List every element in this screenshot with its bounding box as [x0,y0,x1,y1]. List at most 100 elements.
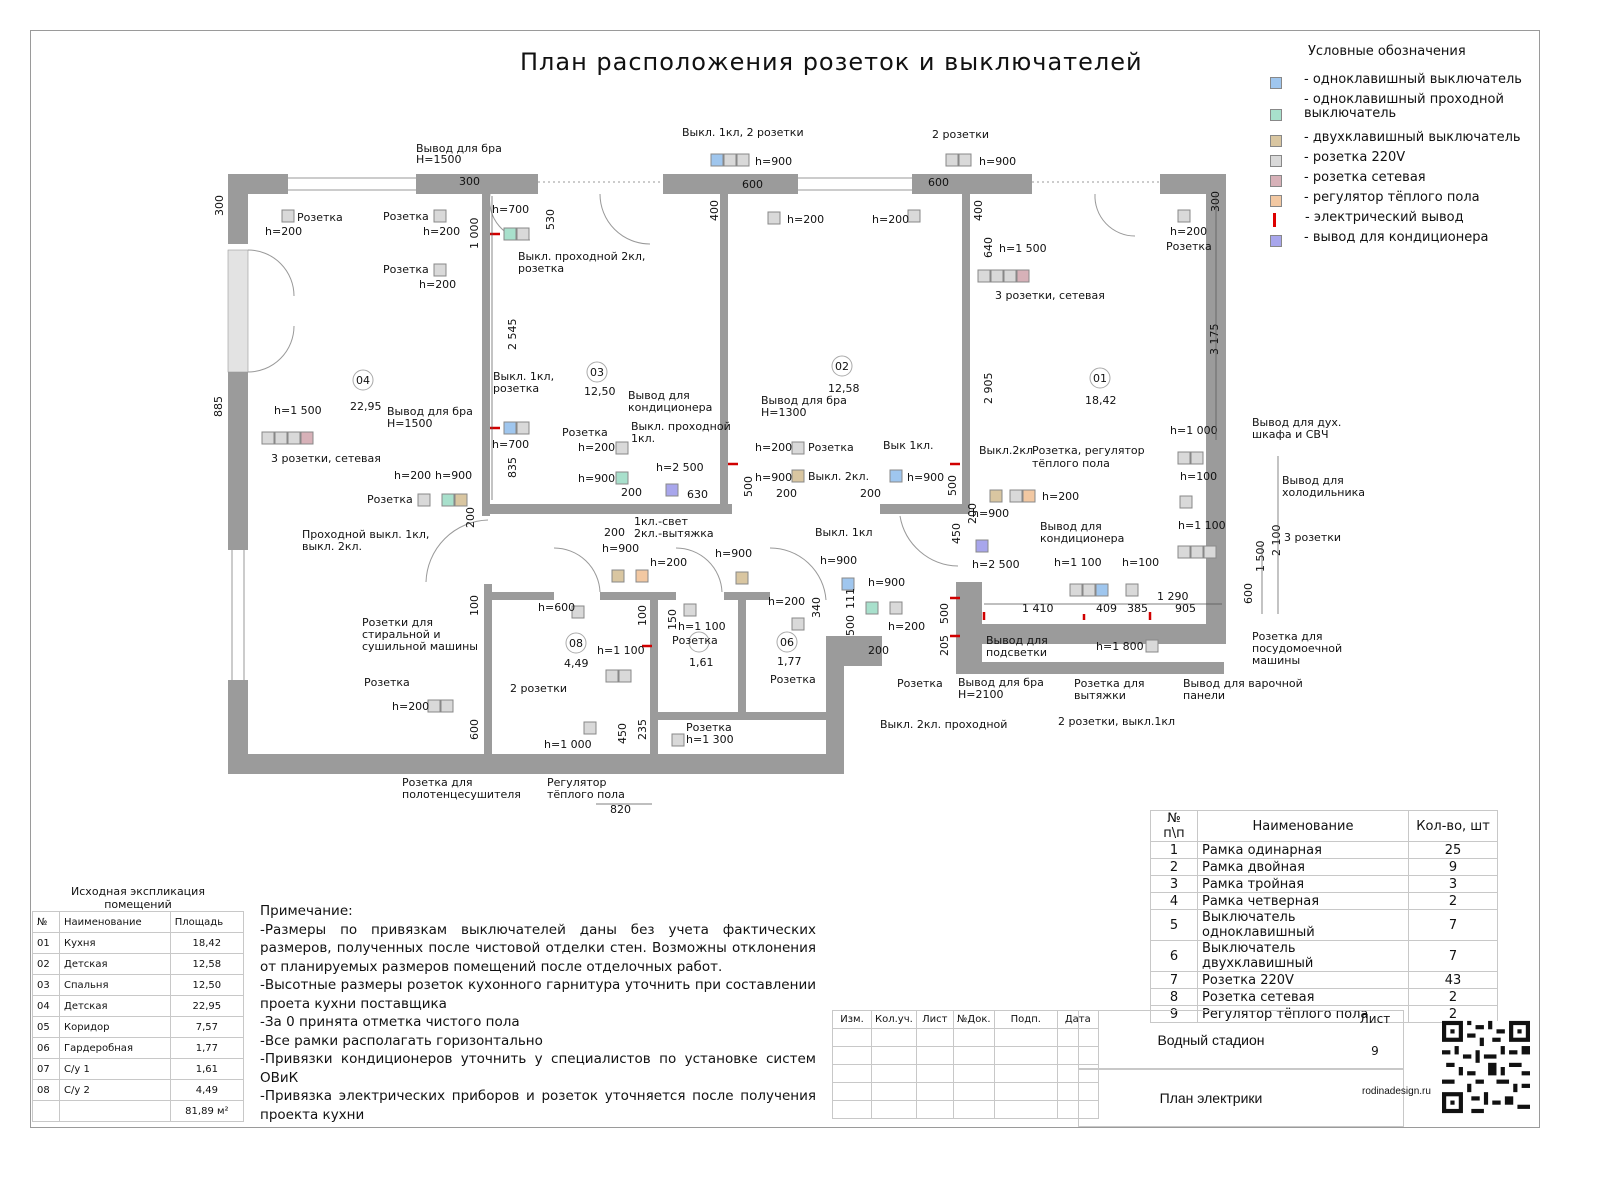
legend-item: - электрический вывод [1268,211,1568,231]
wall [880,504,962,514]
dimension: 500 [742,476,755,497]
plan-label: 3 розетки, сетевая [271,452,381,465]
plan-label: h=200 [578,441,615,454]
plan-label: панели [1183,689,1225,702]
wall [826,660,844,774]
plan-label: Розетка [562,426,608,439]
plan-label: h=900 [820,554,857,567]
dimension: 205 [938,635,951,656]
wall [600,592,676,600]
socket-icon [583,721,597,735]
wall [228,174,248,244]
wall [656,712,826,720]
dimension: 600 [928,176,949,189]
dimension: 1 410 [1022,602,1054,615]
note: -Все рамки располагать горизонтально [260,1032,543,1049]
network-socket-icon [1016,269,1030,283]
double-switch-icon [454,493,468,507]
plan-label: выкл. 2кл. [302,540,362,553]
table-header: № п\п Наименование Кол-во, шт [1150,810,1498,842]
plan-label: Розетки для [362,616,433,629]
plan-label: полотенцесушителя [402,788,521,801]
dimension: 2 100 [1270,525,1283,557]
socket-icon [1009,489,1023,503]
double-switch-icon [791,469,805,483]
dimension: 500 [844,615,857,636]
socket-icon [945,153,959,167]
plan-label: h=200 [768,595,805,608]
note: -Высотные размеры розеток кухонного гарн… [260,977,816,1012]
plan-label: h=1 300 [686,733,734,746]
socket-icon [683,603,697,617]
dimension: 600 [742,178,763,191]
dimension: 200 [860,487,881,500]
wall [484,592,554,600]
room-area: 12,50 [584,385,616,398]
plan-label: Розетка [770,673,816,686]
plan-label: розетка [518,262,564,275]
wall-hatch [227,249,249,373]
plan-label: Розетка для [1252,630,1323,643]
dimension: 150 [666,609,679,630]
dimension: 385 [1127,602,1148,615]
dimension: 2 545 [506,319,519,351]
plan-label: тёплого пола [1032,457,1110,470]
note: -За 0 принята отметка чистого пола [260,1014,520,1030]
plan-label: H=2100 [958,688,1003,701]
plan-label: h=1 100 [678,620,726,633]
plan-label: h=200 [265,225,302,238]
notes: Примечание: -Размеры по привязкам выключ… [260,902,816,1124]
dimension: 1 290 [1157,590,1189,603]
plan-label: h=2 500 [656,461,704,474]
devices [261,153,1217,747]
plan-label: h=900 [972,507,1009,520]
plan-label: h=1 800 [1096,640,1144,653]
socket-icon [1179,495,1193,509]
dimension: 640 [982,237,995,258]
plan-label: Розетка для [1074,677,1145,690]
wall [724,592,770,600]
plan-label: 2 розетки, выкл.1кл [1058,715,1175,728]
dimension: 1 500 [1254,541,1267,573]
plan-label: Розетка [383,263,429,276]
plan-label: 3 розетки, сетевая [995,289,1105,302]
plan-label: h=900 [602,542,639,555]
plan-label: Вывод для бра [761,394,847,407]
plan-label: Розетка [367,493,413,506]
plan-label: h=900 [578,472,615,485]
plan-label: Розетка для [402,776,473,789]
plan-label: h=900 [755,471,792,484]
plan-label: Вывод для бра [958,676,1044,689]
plan-label: Вывод для бра [416,142,502,155]
plan-label: 2кл.-вытяжка [634,527,714,540]
single-switch-icon [503,421,517,435]
plan-label: холодильника [1282,486,1365,499]
wall [956,662,1224,674]
dimension: 200 [464,507,477,528]
socket-icon [605,669,619,683]
wall [962,194,970,514]
single-switch-icon [710,153,724,167]
dimension: 200 [966,503,979,524]
room-number: 04 [356,374,370,387]
socket-icon [287,431,301,445]
wall [956,582,982,672]
socket-icon [274,431,288,445]
legend-item: - двухклавишный выключатель [1268,131,1568,151]
drawing-name: План электрики [1078,1068,1404,1127]
dimension: 200 [621,486,642,499]
plan-label: h=1 000 [1170,424,1218,437]
plan-label: h=900 [435,469,472,482]
room-area: 4,49 [564,657,589,670]
socket-icon [615,441,629,455]
socket-icon [281,209,295,223]
dimension: 100 [468,595,481,616]
room-number: 03 [590,366,604,379]
plan-label: розетка [493,382,539,395]
